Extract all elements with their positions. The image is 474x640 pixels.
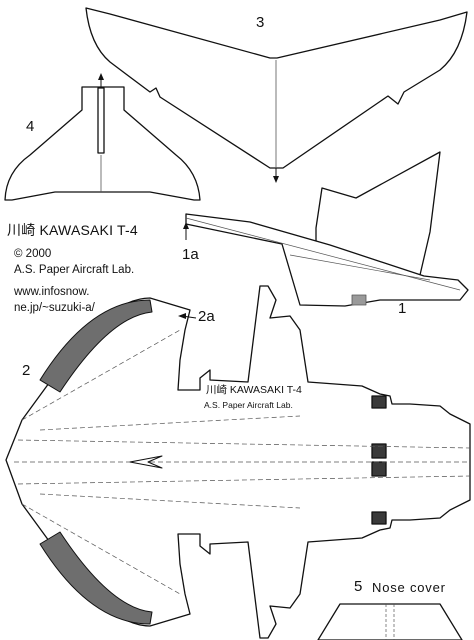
- part-2a-label: 2a: [198, 308, 215, 325]
- part-2a-arrow-head: [178, 313, 186, 319]
- part-4-label: 4: [26, 118, 35, 135]
- part-2-label: 2: [22, 362, 31, 379]
- part-1-label: 1: [398, 300, 407, 317]
- tab-rear-mid-2: [371, 461, 387, 477]
- top-view-fold-lines: [14, 329, 471, 595]
- tab-rear-upper: [371, 395, 387, 409]
- part-4-tail: [4, 73, 201, 201]
- part-5-label: 5: [354, 578, 363, 595]
- fuselage-fold-line: [185, 217, 461, 291]
- nose-cover-outline: [317, 603, 463, 640]
- tab-rear-mid-1: [371, 443, 387, 459]
- plane-print-title: 川崎 KAWASAKI T-4: [206, 384, 302, 396]
- diagram-title: 川崎 KAWASAKI T-4: [7, 222, 138, 238]
- wing-outline: [85, 7, 468, 169]
- tail-arrow-head: [98, 73, 104, 80]
- part-1a-label: 1a: [182, 246, 199, 263]
- url-line-2: ne.jp/~suzuki-a/: [14, 302, 95, 314]
- part-1a-arrow-head: [183, 222, 189, 229]
- part-2-top-view: [5, 285, 471, 639]
- nose-direction-arrow: [129, 455, 163, 469]
- lab-name: A.S. Paper Aircraft Lab.: [14, 264, 135, 276]
- part-5-nose-cover: [317, 603, 463, 640]
- fuselage-tab: [351, 294, 367, 306]
- plane-print-lab: A.S. Paper Aircraft Lab.: [204, 400, 293, 410]
- wing-arrow-head: [273, 176, 279, 183]
- fuselage-fold-line-2: [289, 254, 431, 281]
- tab-rear-lower: [371, 511, 387, 525]
- url-line-1: www.infosnow.: [14, 286, 90, 298]
- part-1-fuselage: [183, 151, 469, 307]
- nose-cover-label: Nose cover: [372, 580, 446, 595]
- part-3-wing: [85, 7, 468, 183]
- wing-panel-upper: [39, 299, 153, 393]
- copyright-text: © 2000: [14, 248, 52, 260]
- wing-panel-lower: [39, 531, 153, 625]
- part-3-label: 3: [256, 14, 265, 31]
- fuselage-outline: [185, 213, 469, 307]
- tail-slot: [97, 87, 105, 154]
